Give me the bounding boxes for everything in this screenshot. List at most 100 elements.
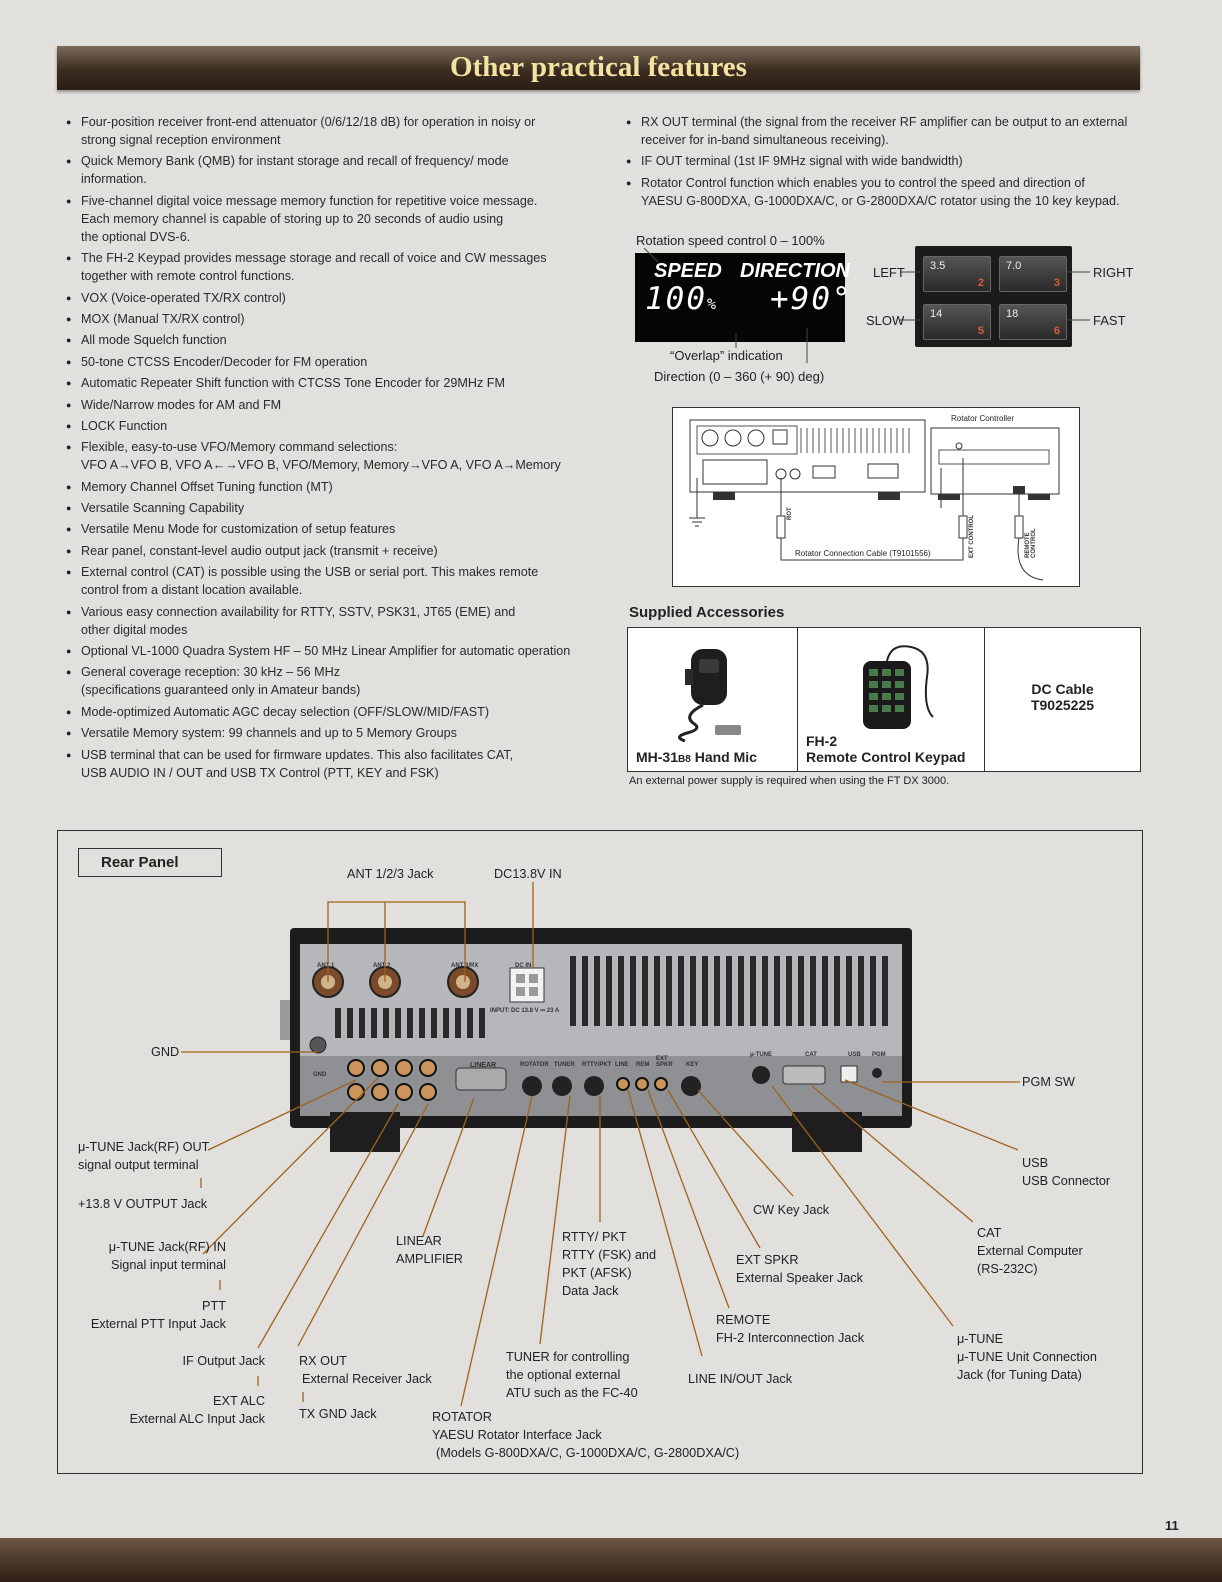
feature-item: IF OUT terminal (1st IF 9MHz signal with…	[620, 152, 1140, 170]
panel-gnd: GND	[313, 1072, 327, 1078]
feature-item: Memory Channel Offset Tuning function (M…	[60, 478, 580, 496]
power-supply-note: An external power supply is required whe…	[629, 775, 950, 787]
accessory-keypad: FH-2 Remote Control Keypad	[797, 627, 985, 772]
feature-item: Quick Memory Bank (QMB) for instant stor…	[60, 152, 580, 188]
keypad-leaders	[900, 271, 1090, 321]
lcd-direction-label: DIRECTION	[740, 260, 850, 282]
panel-rem: REM	[636, 1062, 650, 1068]
panel-tuner: TUNER	[554, 1062, 575, 1068]
diagram-drawing	[689, 419, 1060, 581]
label-if-out: IF Output Jack	[182, 1354, 266, 1368]
feature-item: LOCK Function	[60, 417, 580, 435]
panel-linear: LINEAR	[470, 1062, 497, 1069]
feature-item: RX OUT terminal (the signal from the rec…	[620, 113, 1140, 149]
mic-icon	[677, 649, 741, 743]
lcd-callouts	[643, 247, 808, 363]
section-banner: Other practical features	[57, 46, 1140, 90]
feature-item: Rotator Control function which enables y…	[620, 174, 1140, 210]
feature-item: Four-position receiver front-end attenua…	[60, 113, 580, 149]
feature-item: Automatic Repeater Shift function with C…	[60, 374, 580, 392]
feature-item: The FH-2 Keypad provides message storage…	[60, 249, 580, 285]
speed-caption: Rotation speed control 0 – 100%	[636, 233, 825, 248]
label-cw-key: CW Key Jack	[753, 1203, 830, 1217]
direction-caption: Direction (0 – 360 (+ 90) deg)	[654, 369, 825, 384]
accessory-mic: MH-31B8 Hand Mic	[627, 627, 798, 772]
feature-item: All mode Squelch function	[60, 331, 580, 349]
feature-item: Versatile Scanning Capability	[60, 499, 580, 517]
keypad-desc: Remote Control Keypad	[806, 749, 966, 765]
panel-rtty: RTTY/PKT	[582, 1062, 612, 1068]
feature-item: Versatile Menu Mode for customization of…	[60, 520, 580, 538]
keypad-model: FH-2	[806, 733, 838, 749]
label-gnd: GND	[151, 1045, 180, 1059]
panel-line: LINE	[615, 1062, 629, 1068]
rotator-lcd: SPEED DIRECTION 100% +90°	[635, 253, 851, 342]
lcd-speed-value: 100%	[645, 281, 719, 317]
label-ant: ANT 1/2/3 Jack	[347, 867, 434, 881]
rear-panel-section	[57, 830, 1143, 1474]
feature-item: Mode-optimized Automatic AGC decay selec…	[60, 703, 580, 721]
panel-dcin: DC IN	[515, 963, 532, 969]
feature-item: Various easy connection availability for…	[60, 603, 580, 639]
controller-label: Rotator Controller	[951, 414, 1015, 423]
panel-input: INPUT: DC 13.8 V ⎓ 23 A	[490, 1008, 560, 1014]
feature-item: Flexible, easy-to-use VFO/Memory command…	[60, 438, 580, 474]
label-tx-gnd: TX GND Jack	[299, 1407, 377, 1421]
dc-cable-part: T9025225	[1030, 696, 1095, 713]
label-line-io: LINE IN/OUT Jack	[688, 1372, 793, 1386]
feature-item: VOX (Voice-operated TX/RX control)	[60, 289, 580, 307]
feature-item: Optional VL-1000 Quadra System HF – 50 M…	[60, 642, 580, 660]
fast-label: FAST	[1093, 313, 1126, 328]
accessories-title: Supplied Accessories	[629, 604, 785, 621]
features-list-left: Four-position receiver front-end attenua…	[60, 113, 580, 785]
remote-keypad-icon	[863, 645, 934, 729]
feature-item: 50-tone CTCSS Encoder/Decoder for FM ope…	[60, 353, 580, 371]
dc-cable-name: DC Cable	[1031, 680, 1094, 697]
label-dc-in: DC13.8V IN	[494, 867, 562, 881]
panel-cat: CAT	[805, 1052, 817, 1058]
page-title: Other practical features	[450, 51, 747, 83]
feature-item: USB terminal that can be used for firmwa…	[60, 746, 580, 782]
footer-bar	[0, 1538, 1222, 1582]
label-pgm-sw: PGM SW	[1022, 1075, 1075, 1089]
rear-panel-title: Rear Panel	[78, 848, 222, 877]
accessories-table: MH-31B8 Hand Mic FH-2 Remote Control Key…	[627, 627, 1141, 772]
feature-item: External control (CAT) is possible using…	[60, 563, 580, 599]
lcd-speed-label: SPEED	[654, 260, 722, 282]
panel-extspkr: EXT SPKR	[656, 1056, 673, 1068]
panel-pgm: PGM	[872, 1052, 886, 1058]
overlap-caption: “Overlap” indication	[670, 348, 783, 363]
features-list-right: RX OUT terminal (the signal from the rec…	[620, 113, 1140, 213]
feature-item: Rear panel, constant-level audio output …	[60, 542, 580, 560]
rotator-connection-diagram: Rotator Controller Rotator Connection Ca…	[672, 407, 1080, 587]
panel-mtune: μ-TUNE	[750, 1052, 773, 1058]
right-label: RIGHT	[1093, 265, 1134, 280]
left-label: LEFT	[873, 265, 905, 280]
panel-key: KEY	[686, 1062, 699, 1068]
feature-item: MOX (Manual TX/RX control)	[60, 310, 580, 328]
panel-rotator: ROTATOR	[520, 1062, 549, 1068]
radio-rear-drawing	[280, 928, 912, 1152]
accessory-dc-cable: DC Cable T9025225	[984, 627, 1141, 772]
cable-label: Rotator Connection Cable (T9101556)	[795, 549, 931, 558]
feature-item: General coverage reception: 30 kHz – 56 …	[60, 663, 580, 699]
